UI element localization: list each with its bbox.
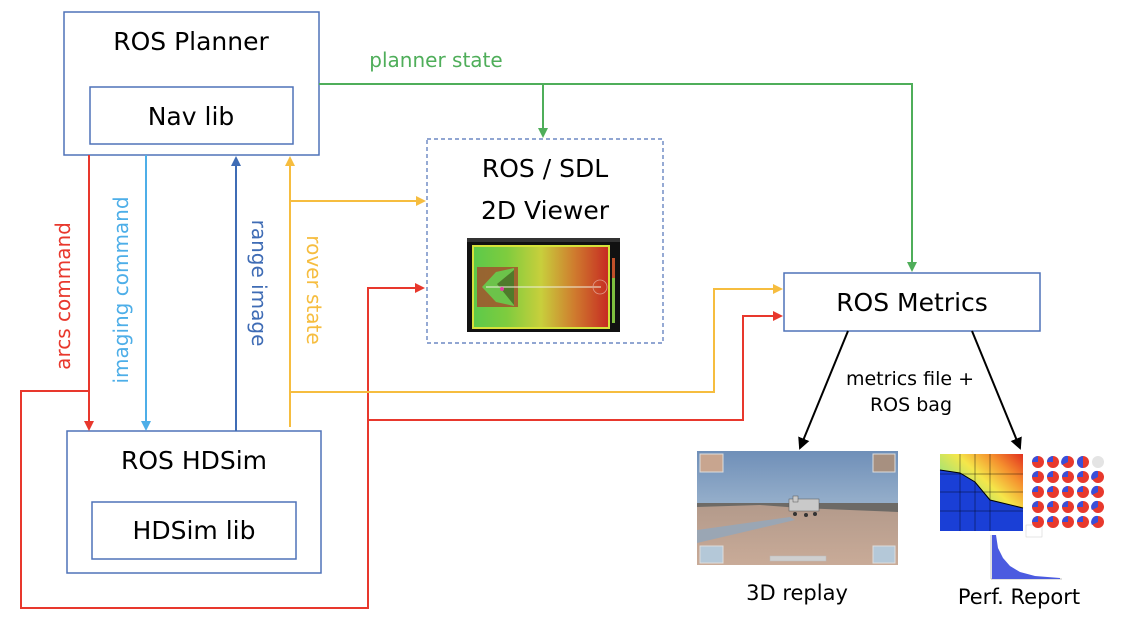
nav-lib-box[interactable] [89, 86, 294, 145]
metrics-to-report-arrow [971, 330, 1022, 450]
metrics-output-edges: metrics file + ROS bag [798, 330, 1022, 450]
arcs-command-to-metrics-line [368, 311, 783, 421]
ros-metrics-title: ROS Metrics [836, 288, 988, 317]
ros-hdsim-title: ROS HDSim [121, 446, 267, 475]
ros-planner-node[interactable]: ROS Planner Nav lib [63, 11, 320, 156]
ros-sdl-2d-viewer-node[interactable]: ROS / SDL 2D Viewer [426, 138, 664, 344]
histogram [990, 535, 1062, 580]
viewer-title-line1: ROS / SDL [482, 154, 608, 183]
3d-replay-caption: 3D replay [746, 581, 848, 605]
ros-planner-title: ROS Planner [113, 27, 269, 56]
3d-replay-node[interactable]: 3D replay [697, 451, 898, 605]
performance-report-plots [939, 454, 1104, 580]
metrics-to-replay-arrow [798, 330, 849, 450]
perf-report-node[interactable]: Perf. Report [939, 454, 1104, 609]
arcs-command-to-viewer-line [20, 283, 425, 609]
arcs-command-label: arcs command [51, 222, 75, 370]
2d-viewer-screenshot [467, 238, 620, 332]
planner-state-label: planner state [369, 48, 502, 72]
metrics-output-label-line2: ROS bag [870, 394, 952, 416]
3d-replay-screenshot [697, 451, 898, 565]
planner-state-to-metrics-line [319, 83, 917, 272]
viewer-title-line2: 2D Viewer [481, 196, 610, 225]
hdsim-lib-label: HDSim lib [133, 516, 256, 545]
ros-metrics-box [783, 272, 1041, 332]
range-image-edge: range image [231, 156, 271, 431]
rover-state-label: rover state [302, 235, 326, 344]
ros-hdsim-node[interactable]: ROS HDSim HDSim lib [66, 430, 322, 574]
metrics-output-label-line1: metrics file + [846, 368, 974, 390]
rover-state-to-metrics-line [290, 284, 783, 393]
ros-metrics-node[interactable]: ROS Metrics [783, 272, 1041, 332]
range-image-label: range image [247, 220, 271, 347]
pie-grid [1032, 455, 1104, 528]
imaging-command-edge: imaging command [109, 155, 151, 431]
hdsim-lib-box[interactable] [91, 501, 297, 560]
perf-report-caption: Perf. Report [958, 585, 1080, 609]
planner-state-edge: planner state [319, 48, 917, 272]
nav-lib-label: Nav lib [148, 102, 235, 131]
imaging-command-label: imaging command [109, 196, 133, 383]
arcs-command-edge: arcs command [20, 155, 783, 609]
rover-state-edge: rover state [285, 156, 783, 427]
